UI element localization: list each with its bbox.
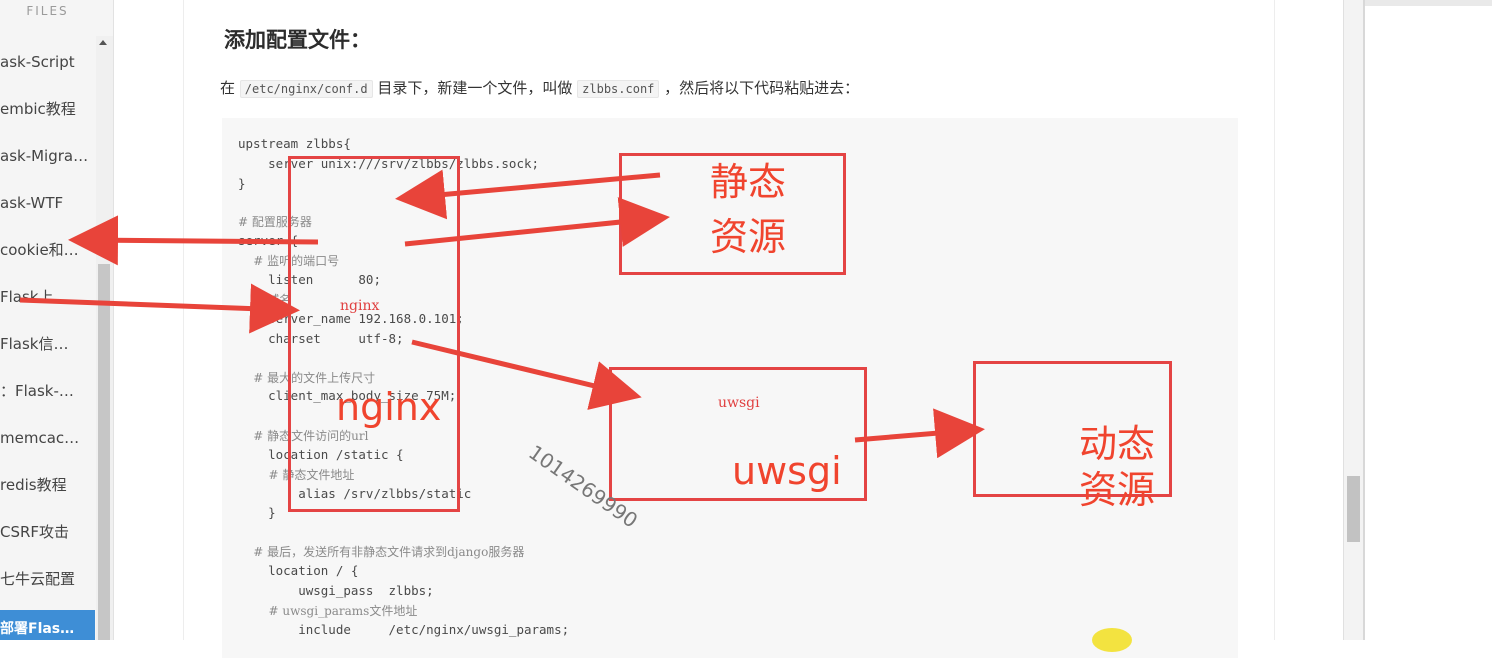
file-item[interactable]: memcac…: [0, 429, 80, 447]
code-line: upstream zlbbs{: [238, 136, 351, 151]
file-sidebar: FILES ask-Script embic教程 ask-Migra… ask-…: [0, 0, 114, 640]
code-line: }: [238, 505, 276, 520]
dynamic-resource-label-1: 动态: [1079, 422, 1156, 466]
intro-prefix: 在: [220, 79, 240, 97]
main-scroll-thumb[interactable]: [1347, 476, 1360, 542]
code-line: location / {: [238, 563, 359, 578]
right-panel-bar: [1365, 0, 1492, 6]
nginx-big-label: nginx: [336, 385, 442, 429]
file-item[interactable]: 七牛云配置: [0, 570, 76, 588]
uwsgi-big-label: uwsgi: [732, 449, 842, 493]
article-content: 添加配置文件： 在 /etc/nginx/conf.d 目录下，新建一个文件，叫…: [183, 0, 1275, 658]
nginx-box: [288, 156, 460, 512]
code-comment: # 最后，发送所有非静态文件请求到django服务器: [238, 545, 525, 559]
uwsgi-box: [609, 367, 867, 501]
intro-paragraph: 在 /etc/nginx/conf.d 目录下，新建一个文件，叫做 zlbbs.…: [220, 77, 859, 98]
intro-path: /etc/nginx/conf.d: [239, 80, 373, 98]
code-block: upstream zlbbs{ server unix:///srv/zlbbs…: [222, 118, 1238, 658]
intro-file: zlbbs.conf: [577, 80, 660, 98]
code-line: location /static {: [238, 447, 404, 462]
code-line: }: [238, 176, 246, 191]
file-item-active[interactable]: 部署Flas…: [0, 610, 95, 640]
main-scrollbar[interactable]: [1343, 0, 1363, 640]
static-resource-label-1: 静态: [710, 160, 787, 204]
arrow-nginx-to-uwsgi: [411, 339, 642, 410]
code-line: include /etc/nginx/uwsgi_params;: [238, 622, 570, 637]
code-line: client_max_body_size 75M;: [238, 388, 457, 403]
static-resource-label-2: 资源: [710, 215, 787, 259]
uwsgi-small-label: uwsgi: [718, 395, 760, 411]
file-item[interactable]: ask-WTF: [0, 194, 64, 212]
file-item[interactable]: redis教程: [0, 476, 67, 494]
code-comment: # 监听的端口号: [238, 254, 340, 268]
code-line: uwsgi_pass zlbbs;: [238, 583, 434, 598]
file-item[interactable]: ask-Script: [0, 53, 75, 71]
file-item[interactable]: ：Flask-…: [0, 382, 74, 400]
sidebar-scrollbar[interactable]: [96, 36, 113, 640]
scroll-up-icon[interactable]: [99, 40, 107, 45]
arrow-static-to-code: [395, 169, 661, 220]
file-item[interactable]: CSRF攻击: [0, 523, 70, 541]
code-comment: # 最大的文件上传尺寸: [238, 371, 376, 385]
file-item[interactable]: Flask信…: [0, 335, 69, 353]
arrow-sidebar-to-nginx: [19, 283, 300, 334]
code-comment: # uwsgi_params文件地址: [238, 604, 418, 618]
arrow-uwsgi-to-dynamic: [854, 408, 985, 459]
arrow-code-to-static: [404, 197, 670, 247]
dynamic-resource-label-2: 资源: [1079, 468, 1156, 512]
annotation-arrows: [19, 169, 985, 459]
right-panel: [1363, 0, 1492, 640]
code-comment: # 配置服务器: [238, 215, 312, 229]
file-item[interactable]: ask-Migra…: [0, 147, 89, 165]
sidebar-header: FILES: [26, 4, 69, 18]
arrow-to-sidebar: [68, 215, 319, 266]
file-item[interactable]: cookie和…: [0, 241, 79, 259]
intro-suffix: ，然后将以下代码粘贴进去：: [659, 79, 860, 97]
file-item[interactable]: embic教程: [0, 100, 76, 118]
code-line: charset utf-8;: [238, 331, 404, 346]
nginx-small-label: nginx: [340, 298, 380, 314]
code-line: alias /srv/zlbbs/static: [238, 486, 472, 501]
sidebar-scroll-thumb[interactable]: [98, 264, 110, 640]
section-heading: 添加配置文件：: [224, 27, 371, 52]
intro-mid: 目录下，新建一个文件，叫做: [372, 79, 578, 97]
code-comment: # 静态文件访问的url: [238, 429, 369, 443]
code-comment: # 静态文件地址: [238, 468, 355, 482]
